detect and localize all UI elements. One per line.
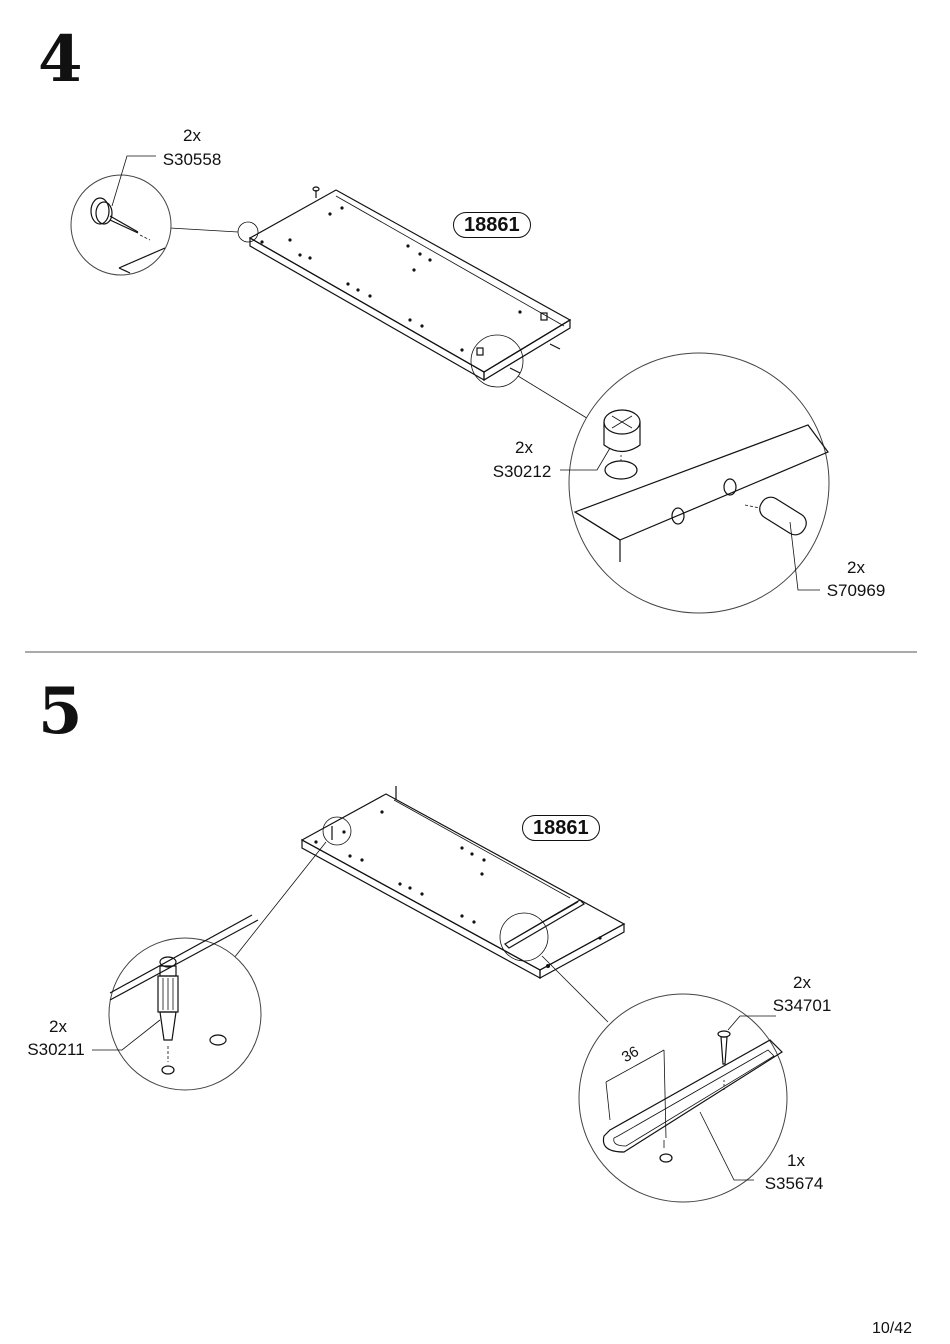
step-4-number: 4 (38, 22, 83, 97)
nail-qty: 2x (183, 126, 201, 145)
screw-code: S34701 (772, 996, 832, 1015)
panel-18861-step5 (300, 786, 626, 980)
bolt-qty: 2x (49, 1017, 67, 1036)
dowel-qty: 2x (847, 558, 865, 577)
page-number: 10/42 (872, 1320, 913, 1337)
cam-bolt-detail (92, 914, 262, 1091)
rail-code: S35674 (764, 1174, 824, 1193)
dowel-code: S70969 (826, 581, 886, 600)
panel-label-step5: 18861 (522, 815, 600, 841)
cam-dowel-detail (560, 352, 830, 614)
rail-qty: 1x (787, 1151, 805, 1170)
cam-qty: 2x (515, 438, 533, 457)
drawer-rail-detail (578, 993, 788, 1203)
step-5-number: 5 (38, 674, 83, 749)
panel-18861-step4 (248, 186, 572, 382)
bolt-code: S30211 (27, 1040, 85, 1059)
nail-code: S30558 (162, 150, 222, 169)
panel-label-step4: 18861 (453, 212, 531, 238)
nail-detail (70, 155, 172, 276)
cam-code: S30212 (492, 462, 552, 481)
screw-qty: 2x (793, 973, 811, 992)
